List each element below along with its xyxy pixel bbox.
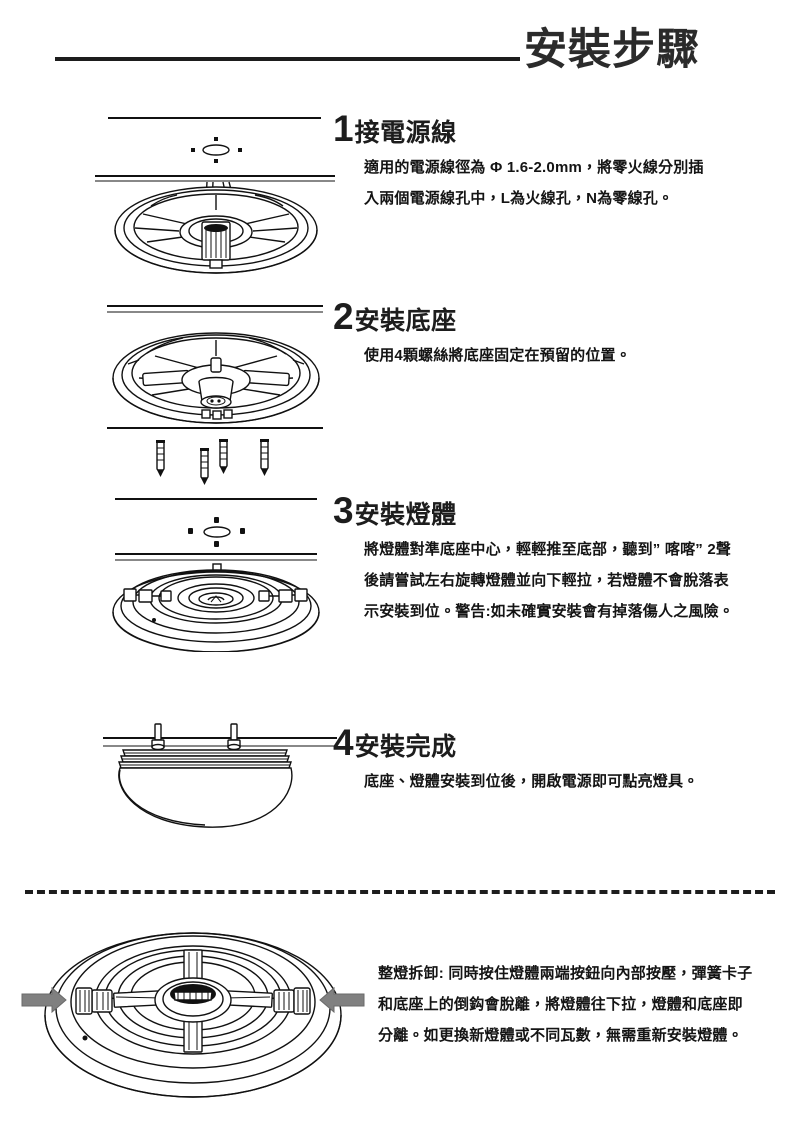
step-4-number: 4 xyxy=(333,722,354,763)
step-4-body: 底座、燈體安裝到位後，開啟電源即可點亮燈具。 xyxy=(333,766,793,797)
removal-line-3: 分離。如更換新燈體或不同瓦數，無需重新安裝燈體。 xyxy=(378,1027,743,1044)
screw-2 xyxy=(200,448,209,485)
step-3-text: 3 安裝燈體 將燈體對準底座中心，輕輕推至底部，聽到” 喀喀” 2聲 後請嘗試左… xyxy=(333,492,793,627)
step-3-heading: 3 安裝燈體 xyxy=(333,492,793,534)
step-1-heading: 1 接電源線 xyxy=(333,110,793,152)
removal-line-1: 整燈拆卸: 同時按住燈體兩端按鈕向內部按壓，彈簧卡子 xyxy=(378,965,753,982)
page-title: 安裝步驟 xyxy=(524,26,700,74)
removal-illustration-svg xyxy=(21,932,365,1098)
step-3-line-2: 後請嘗試左右旋轉燈體並向下輕拉，若燈體不會脫落表 xyxy=(364,572,729,589)
step-1-figure xyxy=(95,110,335,285)
step-3-number: 3 xyxy=(333,490,354,531)
step1-illustration-svg xyxy=(95,116,335,274)
step-3-line-1: 將燈體對準底座中心，輕輕推至底部，聽到” 喀喀” 2聲 xyxy=(364,541,732,558)
step-2-line-1: 使用4顆螺絲將底座固定在預留的位置。 xyxy=(364,347,631,364)
step-3-body: 將燈體對準底座中心，輕輕推至底部，聽到” 喀喀” 2聲 後請嘗試左右旋轉燈體並向… xyxy=(333,534,793,627)
step-4-line-1: 底座、燈體安裝到位後，開啟電源即可點亮燈具。 xyxy=(364,773,699,790)
step-2-heading: 2 安裝底座 xyxy=(333,298,793,340)
step-2-body: 使用4顆螺絲將底座固定在預留的位置。 xyxy=(333,340,793,371)
step-3-line-3: 示安裝到位。警告:如未確實安裝會有掉落傷人之風險。 xyxy=(364,603,734,620)
step-4: 4 安裝完成 底座、燈體安裝到位後，開啟電源即可點亮燈具。 xyxy=(0,712,800,842)
step-1-body: 適用的電源線徑為 Φ 1.6-2.0mm，將零火線分別插 入兩個電源線孔中，L為… xyxy=(333,152,793,214)
step-2-figure xyxy=(95,298,335,488)
section-divider xyxy=(25,890,775,894)
screw-1 xyxy=(156,440,165,477)
step-3-figure xyxy=(95,492,335,652)
header-rule xyxy=(55,57,520,61)
step-2-number: 2 xyxy=(333,296,354,337)
step-1-text: 1 接電源線 適用的電源線徑為 Φ 1.6-2.0mm，將零火線分別插 入兩個電… xyxy=(333,110,793,214)
step-2-title: 安裝底座 xyxy=(354,307,457,335)
screw-4 xyxy=(260,439,269,476)
screw-3 xyxy=(219,439,228,474)
removal-figure xyxy=(18,910,368,1110)
step-2-text: 2 安裝底座 使用4顆螺絲將底座固定在預留的位置。 xyxy=(333,298,793,371)
step-4-heading: 4 安裝完成 xyxy=(333,724,793,766)
step4-illustration-svg xyxy=(103,723,337,828)
step-1-title: 接電源線 xyxy=(354,119,457,147)
step-4-title: 安裝完成 xyxy=(354,733,457,761)
removal-text: 整燈拆卸: 同時按住燈體兩端按鈕向內部按壓，彈簧卡子 和底座上的倒鈎會脫離，將燈… xyxy=(378,958,788,1051)
page-header: 安裝步驟 xyxy=(0,20,800,90)
step2-illustration-svg xyxy=(107,304,323,485)
step-1: 1 接電源線 適用的電源線徑為 Φ 1.6-2.0mm，將零火線分別插 入兩個電… xyxy=(0,110,800,290)
step-4-text: 4 安裝完成 底座、燈體安裝到位後，開啟電源即可點亮燈具。 xyxy=(333,724,793,797)
step-1-number: 1 xyxy=(333,108,354,149)
step-1-line-1: 適用的電源線徑為 Φ 1.6-2.0mm，將零火線分別插 xyxy=(364,159,704,176)
step-4-figure xyxy=(95,712,345,837)
removal-line-2: 和底座上的倒鈎會脫離，將燈體往下拉，燈體和底座即 xyxy=(378,996,743,1013)
step-1-line-2: 入兩個電源線孔中，L為火線孔，N為零線孔。 xyxy=(364,190,674,207)
step-3: 3 安裝燈體 將燈體對準底座中心，輕輕推至底部，聽到” 喀喀” 2聲 後請嘗試左… xyxy=(0,492,800,672)
step3-illustration-svg xyxy=(112,497,320,652)
removal-section: 整燈拆卸: 同時按住燈體兩端按鈕向內部按壓，彈簧卡子 和底座上的倒鈎會脫離，將燈… xyxy=(0,910,800,1125)
step-2: 2 安裝底座 使用4顆螺絲將底座固定在預留的位置。 xyxy=(0,298,800,485)
step-3-title: 安裝燈體 xyxy=(354,501,457,529)
